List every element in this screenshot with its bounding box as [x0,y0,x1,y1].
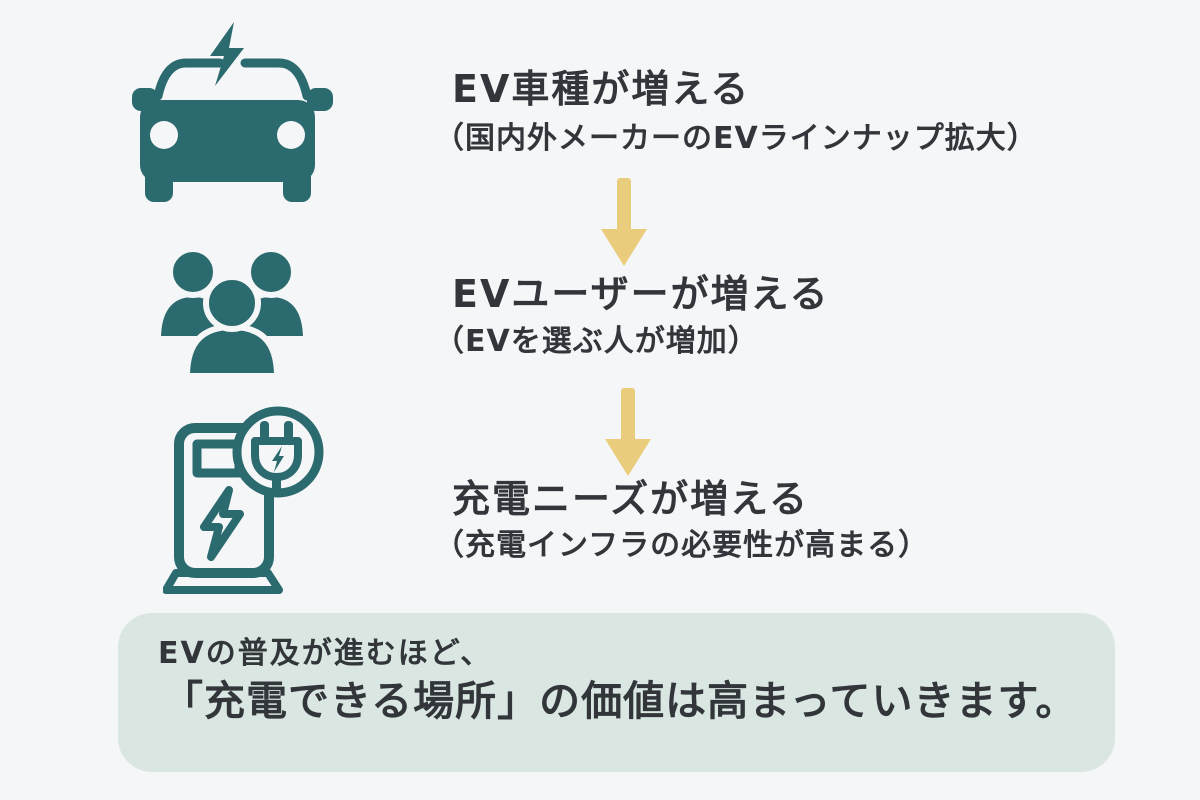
conclusion-line-2: 「充電できる場所」の価値は高まっていきます。 [162,677,1078,725]
conclusion-box: EVの普及が進むほど、 「充電できる場所」の価値は高まっていきます。 [118,613,1115,772]
step-1-subtitle: （国内外メーカーのEVラインナップ拡大） [434,121,1038,156]
step-2-subtitle: （EVを選ぶ人が増加） [434,324,759,359]
step-ev-users [152,246,312,378]
step-3-subtitle: （充電インフラの必要性が高まる） [434,528,930,563]
step-3-title: 充電ニーズが増える [452,477,809,521]
ev-users-icon [154,246,310,378]
ev-car-icon [132,22,333,202]
step-ev-models [130,22,335,202]
step-2-title: EVユーザーが増える [452,272,830,316]
step-charging-needs [163,400,328,595]
down-arrow-icon [605,388,651,476]
charging-station-icon [163,406,324,594]
down-arrow-icon [601,178,647,266]
step-1-title: EV車種が増える [452,67,751,111]
conclusion-line-1: EVの普及が進むほど、 [158,636,493,671]
